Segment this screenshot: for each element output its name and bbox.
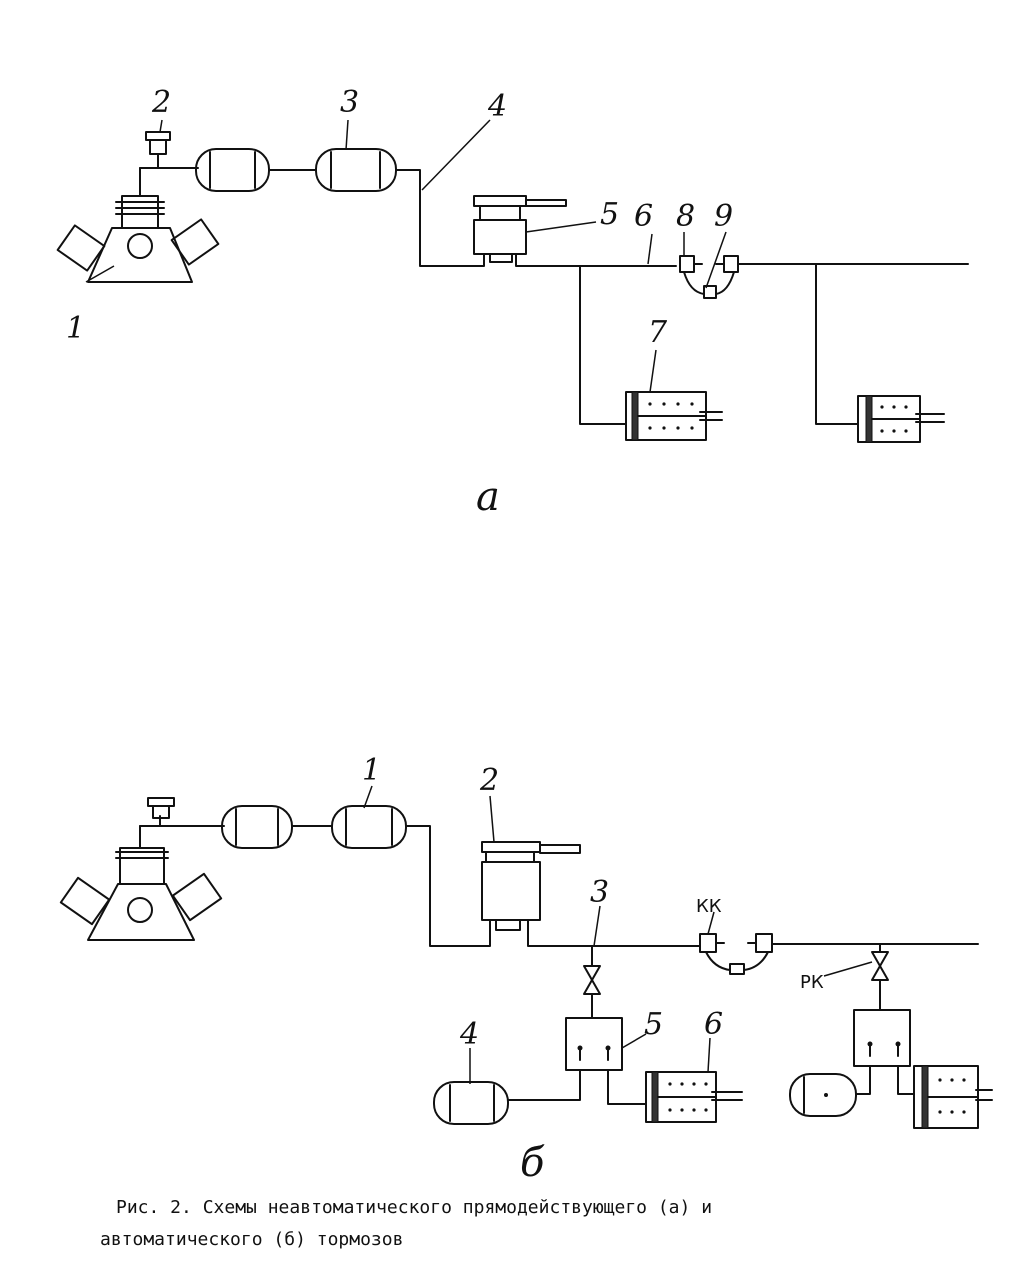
label-a-8: 8: [676, 199, 695, 234]
main-reservoir-b-1: [221, 805, 293, 849]
label-b-3: 3: [590, 875, 609, 910]
label-b-2: 2: [479, 763, 499, 798]
air-distributor-b-1: [565, 1017, 623, 1071]
main-reservoir-a-1: [195, 148, 270, 192]
label-a-2: 2: [151, 85, 171, 120]
diagram-a: 1 2 3 4 5 6 7 8 9 а: [56, 85, 969, 520]
brake-cylinder-b-1: [645, 1071, 743, 1123]
label-a-5: 5: [600, 197, 619, 232]
safety-valve-a: [145, 131, 171, 169]
label-a-4: 4: [487, 89, 507, 124]
auxiliary-reservoir-b-2: [789, 1073, 857, 1117]
drivers-brake-valve-b: [481, 841, 581, 931]
compressor-b: [59, 825, 223, 941]
drivers-brake-valve-a: [473, 195, 567, 263]
coupling-hose-a: [679, 255, 739, 299]
brake-cylinder-a-1: [625, 391, 723, 441]
figure-caption: Рис. 2. Схемы неавтоматического прямодей…: [100, 1192, 980, 1256]
caption-line-1: Рис. 2. Схемы неавтоматического прямодей…: [116, 1197, 713, 1218]
disconnect-valve-b-1: [583, 965, 601, 995]
label-b-kk: КК: [696, 896, 722, 917]
main-reservoir-b-2: [331, 805, 407, 849]
compressor-a: [56, 167, 220, 283]
disconnect-valve-b-2: [871, 951, 889, 981]
sublabel-a: а: [476, 474, 500, 520]
main-reservoir-a-2: [315, 148, 397, 192]
label-b-6: 6: [704, 1007, 723, 1042]
label-b-rk: РК: [800, 972, 824, 993]
auxiliary-reservoir-b-1: [433, 1081, 509, 1125]
air-distributor-b-2: [853, 1009, 911, 1067]
label-b-5: 5: [644, 1007, 663, 1042]
brake-cylinder-a-2: [857, 395, 945, 443]
label-a-1: 1: [66, 311, 85, 346]
label-b-1: 1: [362, 753, 381, 788]
caption-line-2: автоматического (б) тормозов: [100, 1229, 404, 1250]
diagram-b: 1 2 3 4 5 6 КК РК б: [59, 753, 993, 1186]
label-b-4: 4: [459, 1017, 479, 1052]
label-a-3: 3: [340, 85, 359, 120]
label-a-9: 9: [714, 199, 733, 234]
safety-valve-b: [147, 797, 175, 827]
label-a-7: 7: [648, 315, 668, 350]
sublabel-b: б: [520, 1140, 545, 1186]
brake-cylinder-b-2: [913, 1065, 993, 1129]
coupling-kk-b: [699, 933, 773, 975]
label-a-6: 6: [634, 199, 653, 234]
